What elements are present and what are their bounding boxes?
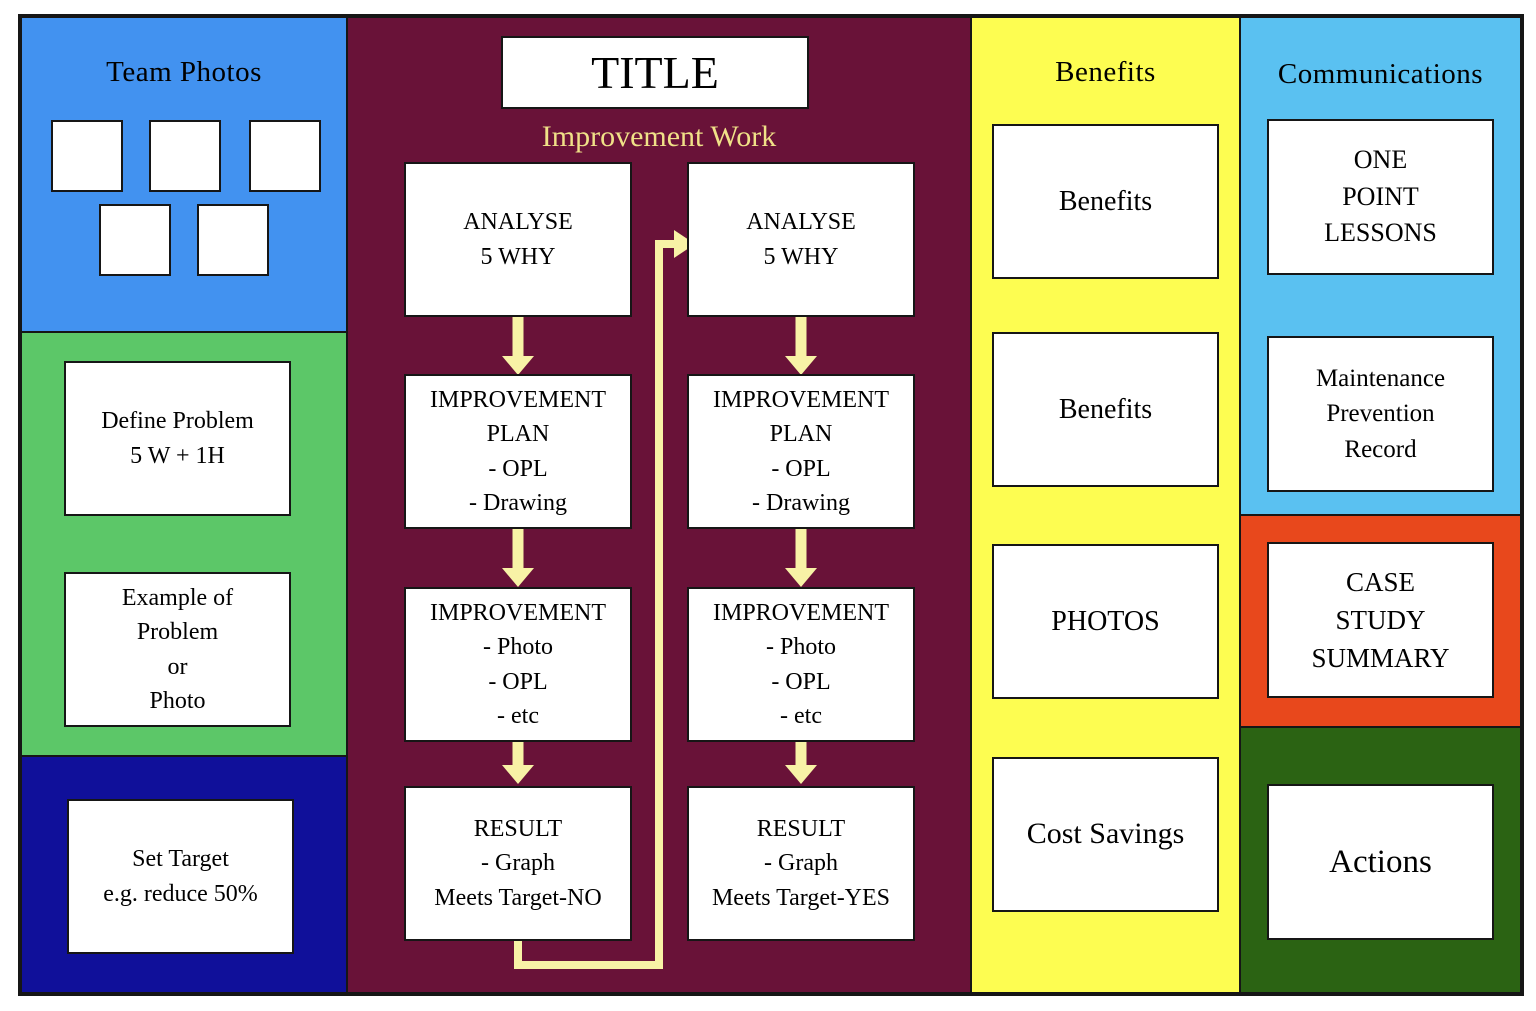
flow-box-result-no: RESULT - Graph Meets Target-NO [404,786,632,941]
flow-box-plan-2: IMPROVEMENT PLAN - OPL - Drawing [687,374,915,529]
benefits-heading: Benefits [1055,56,1156,88]
cost-savings-box: Cost Savings [992,757,1219,912]
actions-box: Actions [1267,784,1494,940]
flow-box-improvement-2: IMPROVEMENT - Photo - OPL - etc [687,587,915,742]
case-study-section: CASE STUDY SUMMARY [1239,514,1522,728]
actions-section: Actions [1239,726,1522,994]
title-box: TITLE [501,36,809,109]
benefits-box-2: Benefits [992,332,1219,487]
photo-placeholder [197,204,269,276]
photo-placeholder [149,120,221,192]
team-photos-heading: Team Photos [106,56,262,88]
flow-box-result-yes: RESULT - Graph Meets Target-YES [687,786,915,941]
define-problem-box: Define Problem 5 W + 1H [64,361,291,516]
case-study-summary-box: CASE STUDY SUMMARY [1267,542,1494,698]
team-photos-section: Team Photos [20,16,348,333]
down-arrow-head [502,765,534,784]
maintenance-prevention-box: Maintenance Prevention Record [1267,336,1494,492]
down-arrow-head [785,765,817,784]
flow-box-analyse-1: ANALYSE 5 WHY [404,162,632,317]
photo-placeholder [99,204,171,276]
improvement-work-section: TITLE Improvement Work ANALYSE 5 WHY IMP… [346,16,972,994]
communications-section: Communications ONE POINT LESSONS Mainten… [1239,16,1522,516]
flow-box-plan-1: IMPROVEMENT PLAN - OPL - Drawing [404,374,632,529]
photos-box: PHOTOS [992,544,1219,699]
down-arrow-head [785,356,817,375]
improvement-work-label: Improvement Work [541,120,777,153]
communications-heading: Communications [1277,58,1484,90]
example-problem-box: Example of Problem or Photo [64,572,291,727]
photo-placeholder [51,120,123,192]
flow-box-analyse-2: ANALYSE 5 WHY [687,162,915,317]
one-point-lessons-box: ONE POINT LESSONS [1267,119,1494,275]
down-arrow-head [785,568,817,587]
feedback-loop-arrow-head [674,230,695,258]
flow-box-improvement-1: IMPROVEMENT - Photo - OPL - etc [404,587,632,742]
photo-placeholder [249,120,321,192]
benefits-section: Benefits Benefits Benefits PHOTOS Cost S… [970,16,1241,994]
problem-section: Define Problem 5 W + 1H Example of Probl… [20,331,348,757]
set-target-section: Set Target e.g. reduce 50% [20,755,348,994]
down-arrow-head [502,568,534,587]
benefits-box-1: Benefits [992,124,1219,279]
improvement-board: Team Photos Define Problem 5 W + 1H Exam… [18,14,1524,996]
feedback-loop-line [514,240,676,969]
set-target-box: Set Target e.g. reduce 50% [67,799,294,954]
down-arrow-head [502,356,534,375]
